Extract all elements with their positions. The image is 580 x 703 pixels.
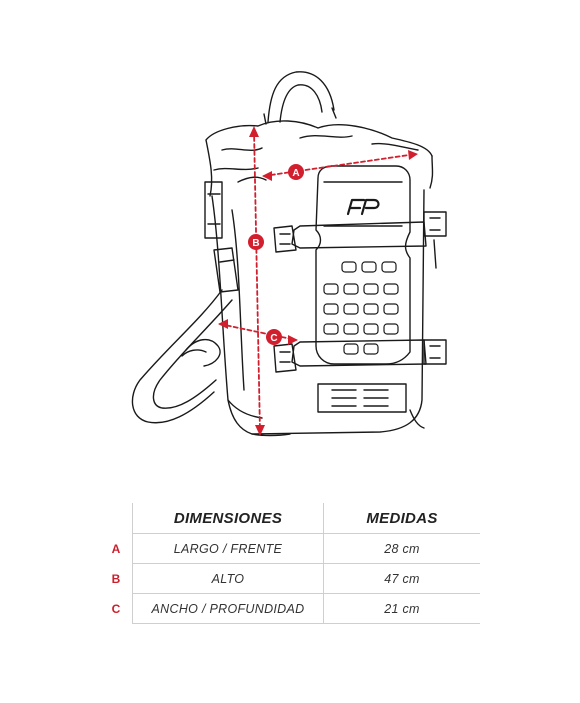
carry-handle	[263, 71, 337, 125]
row-value: 28 cm	[323, 533, 480, 564]
shoulder-strap	[131, 289, 233, 424]
brand-logo	[346, 198, 380, 216]
dimensions-table: DIMENSIONES MEDIDAS A LARGO / FRENTE 28 …	[100, 503, 480, 624]
table-row: A LARGO / FRENTE 28 cm	[100, 533, 480, 564]
marker-c-label: C	[270, 333, 277, 344]
table-header-row: DIMENSIONES MEDIDAS	[100, 503, 480, 534]
header-dimensions: DIMENSIONES	[132, 503, 324, 534]
lower-vent-panel	[317, 383, 407, 413]
marker-b-circle	[248, 234, 264, 250]
arrowhead-b-bottom	[255, 425, 265, 436]
dimension-line-c	[219, 323, 297, 341]
row-value: 47 cm	[323, 563, 480, 594]
dimension-arrowheads	[218, 126, 418, 436]
table-row: C ANCHO / PROFUNDIDAD 21 cm	[100, 593, 480, 624]
row-dimension: ALTO	[132, 563, 324, 594]
row-letter: C	[100, 593, 133, 624]
backpack-dimension-diagram: A B C	[131, 71, 447, 437]
arrowhead-b-top	[249, 126, 259, 137]
header-letter	[100, 503, 133, 534]
marker-a: A	[288, 164, 304, 180]
front-panel	[315, 165, 411, 365]
dimension-line-b	[253, 129, 261, 433]
bag-body	[211, 189, 425, 437]
marker-b-label: B	[252, 238, 259, 249]
marker-c: C	[266, 329, 282, 345]
dimension-line-a	[263, 153, 417, 177]
arrowhead-c-left	[218, 319, 228, 329]
roll-top-closure	[205, 120, 434, 197]
arrowhead-a-right	[408, 150, 418, 160]
molle-slots	[323, 261, 399, 355]
table-row: B ALTO 47 cm	[100, 563, 480, 594]
row-dimension: LARGO / FRENTE	[132, 533, 324, 564]
row-letter: A	[100, 533, 133, 564]
row-dimension: ANCHO / PROFUNDIDAD	[132, 593, 324, 624]
compression-strap-bottom	[273, 339, 447, 373]
row-letter: B	[100, 563, 133, 594]
row-value: 21 cm	[323, 593, 480, 624]
compression-strap-top	[273, 211, 447, 269]
marker-c-circle	[266, 329, 282, 345]
marker-a-label: A	[292, 168, 299, 179]
marker-b: B	[248, 234, 264, 250]
marker-a-circle	[288, 164, 304, 180]
arrowhead-a-left	[262, 171, 272, 181]
header-measures: MEDIDAS	[366, 509, 438, 527]
arrowhead-c-right	[288, 335, 298, 345]
side-buckle-left	[204, 181, 239, 293]
